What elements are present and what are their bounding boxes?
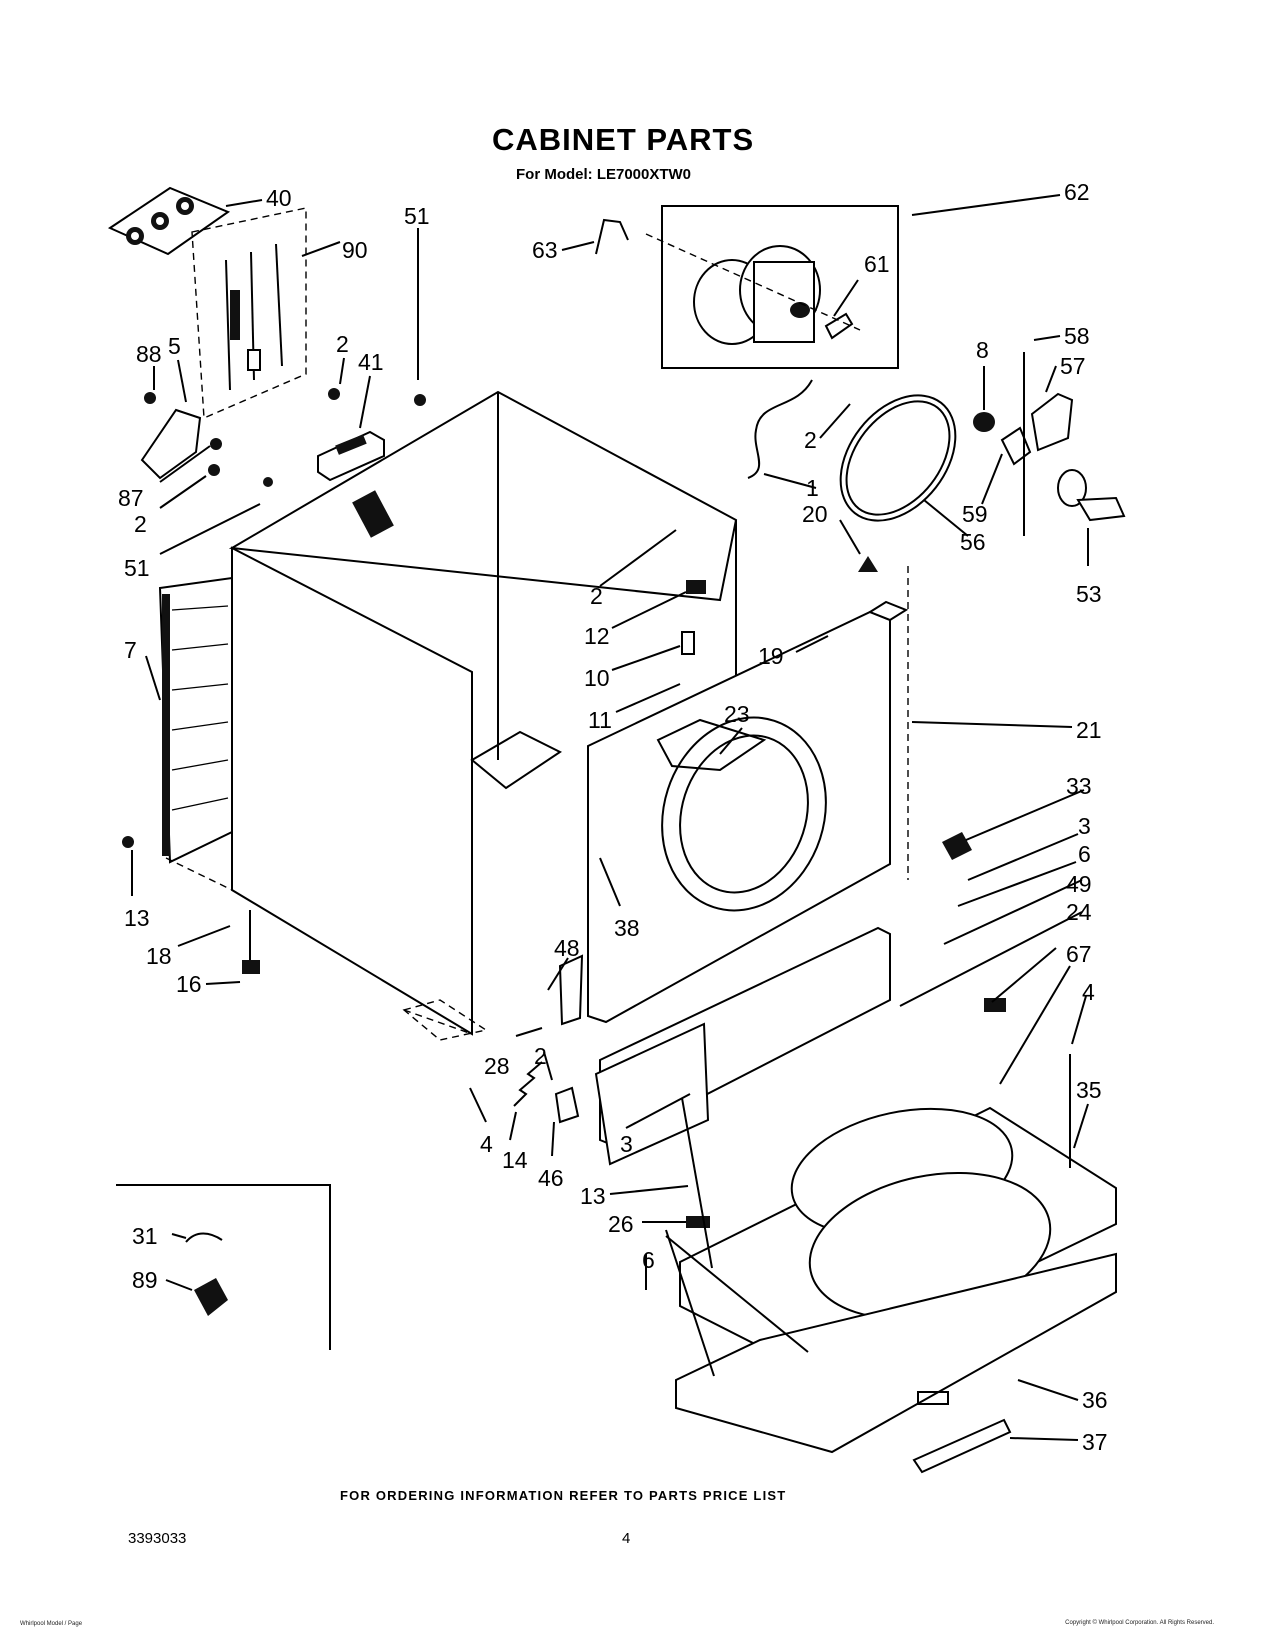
callout-21: 21 (1076, 717, 1102, 743)
copyright-notice: Copyright © Whirlpool Corporation. All R… (1065, 1620, 1214, 1626)
part-5-bracket (140, 408, 202, 480)
small-print-left: Whirlpool Model / Page (20, 1621, 83, 1627)
callout-2: 2 (336, 331, 349, 357)
callout-5: 5 (168, 333, 181, 359)
part-31-clip (185, 1232, 223, 1243)
callout-53: 53 (1076, 581, 1102, 607)
part-24-toe-panel (594, 926, 891, 1166)
callout-51: 51 (404, 203, 430, 229)
part-89-clamp (194, 1278, 228, 1316)
callout-37: 37 (1082, 1429, 1108, 1455)
part-57-idler-bracket (1030, 392, 1074, 452)
callout-23: 23 (724, 701, 750, 727)
part-67-switch (984, 998, 1006, 1012)
callout-38: 38 (614, 915, 640, 941)
callout-90: 90 (342, 237, 368, 263)
callout-labels: 40 90 51 88 5 2 41 87 2 51 7 13 18 16 63… (118, 179, 1108, 1455)
screws-left (122, 388, 426, 848)
part-21-front-panel (587, 566, 909, 1024)
document-number: 3393033 (128, 1530, 187, 1547)
callout-28: 28 (484, 1053, 510, 1079)
callout-63: 63 (532, 237, 558, 263)
callout-6: 6 (1078, 841, 1091, 867)
part-1-ground-wire (747, 379, 813, 479)
callout-13: 13 (580, 1183, 606, 1209)
callout-2: 2 (590, 583, 603, 609)
callout-57: 57 (1060, 353, 1086, 379)
callout-35: 35 (1076, 1077, 1102, 1103)
part-46-bracket (554, 1086, 580, 1124)
part-62-motor-assembly (645, 205, 899, 369)
callout-61: 61 (864, 251, 890, 277)
callout-16: 16 (176, 971, 202, 997)
callout-2: 2 (134, 511, 147, 537)
part-12-switch (686, 580, 706, 594)
callout-20: 20 (802, 501, 828, 527)
callout-4: 4 (1082, 979, 1095, 1005)
callout-12: 12 (584, 623, 610, 649)
part-40-knob-plate (107, 186, 231, 256)
part-20-clip (858, 556, 878, 572)
part-33-latch (942, 832, 972, 860)
part-14-spring (513, 1061, 543, 1107)
model-subtitle: For Model: LE7000XTW0 (516, 166, 692, 183)
leader-lines (131, 194, 1089, 1441)
callout-10: 10 (584, 665, 610, 691)
part-36-drawer (675, 1252, 1117, 1454)
callout-6: 6 (642, 1247, 655, 1273)
callout-26: 26 (608, 1211, 634, 1237)
part-53-pulley (1057, 469, 1126, 522)
callout-56: 56 (960, 529, 986, 555)
callout-31: 31 (132, 1223, 158, 1249)
callout-87: 87 (118, 485, 144, 511)
part-7-rear-panel (158, 576, 233, 864)
callout-14: 14 (502, 1147, 528, 1173)
callout-49: 49 (1066, 871, 1092, 897)
part-56-drive-belt (839, 394, 957, 522)
callout-67: 67 (1066, 941, 1092, 967)
callout-4: 4 (480, 1131, 493, 1157)
callout-62: 62 (1064, 179, 1090, 205)
callout-18: 18 (146, 943, 172, 969)
page-title: CABINET PARTS (492, 122, 755, 157)
callout-36: 36 (1082, 1387, 1108, 1413)
callout-3: 3 (1078, 813, 1091, 839)
callout-24: 24 (1066, 899, 1092, 925)
callout-33: 33 (1066, 773, 1092, 799)
callout-1: 1 (806, 475, 819, 501)
callout-13: 13 (124, 905, 150, 931)
callout-51: 51 (124, 555, 150, 581)
callout-2: 2 (534, 1043, 547, 1069)
callout-8: 8 (976, 337, 989, 363)
part-8-idler-pulley (973, 412, 995, 432)
inset-frame (116, 1184, 331, 1350)
callout-89: 89 (132, 1267, 158, 1293)
callout-46: 46 (538, 1165, 564, 1191)
callout-40: 40 (266, 185, 292, 211)
part-59-idler-arm (1000, 352, 1032, 536)
part-10-door-switch (681, 631, 695, 655)
part-90-console-panel (191, 207, 307, 420)
part-16-leveling-leg (242, 910, 260, 974)
callout-2: 2 (804, 427, 817, 453)
part-35-base (679, 1106, 1117, 1374)
callout-48: 48 (554, 935, 580, 961)
part-37-grille (912, 1418, 1012, 1474)
part-41-switch (317, 430, 385, 482)
callout-7: 7 (124, 637, 137, 663)
callout-41: 41 (358, 349, 384, 375)
part-26-bracket (686, 1216, 710, 1228)
callout-58: 58 (1064, 323, 1090, 349)
part-48-hinge (558, 954, 584, 1026)
callout-3: 3 (620, 1131, 633, 1157)
page-number: 4 (622, 1530, 631, 1547)
callout-11: 11 (588, 707, 612, 733)
callout-19: 19 (758, 643, 784, 669)
part-63-wire-clip (595, 218, 629, 255)
callout-88: 88 (136, 341, 162, 367)
ordering-note: FOR ORDERING INFORMATION REFER TO PARTS … (340, 1488, 787, 1503)
callout-59: 59 (962, 501, 988, 527)
